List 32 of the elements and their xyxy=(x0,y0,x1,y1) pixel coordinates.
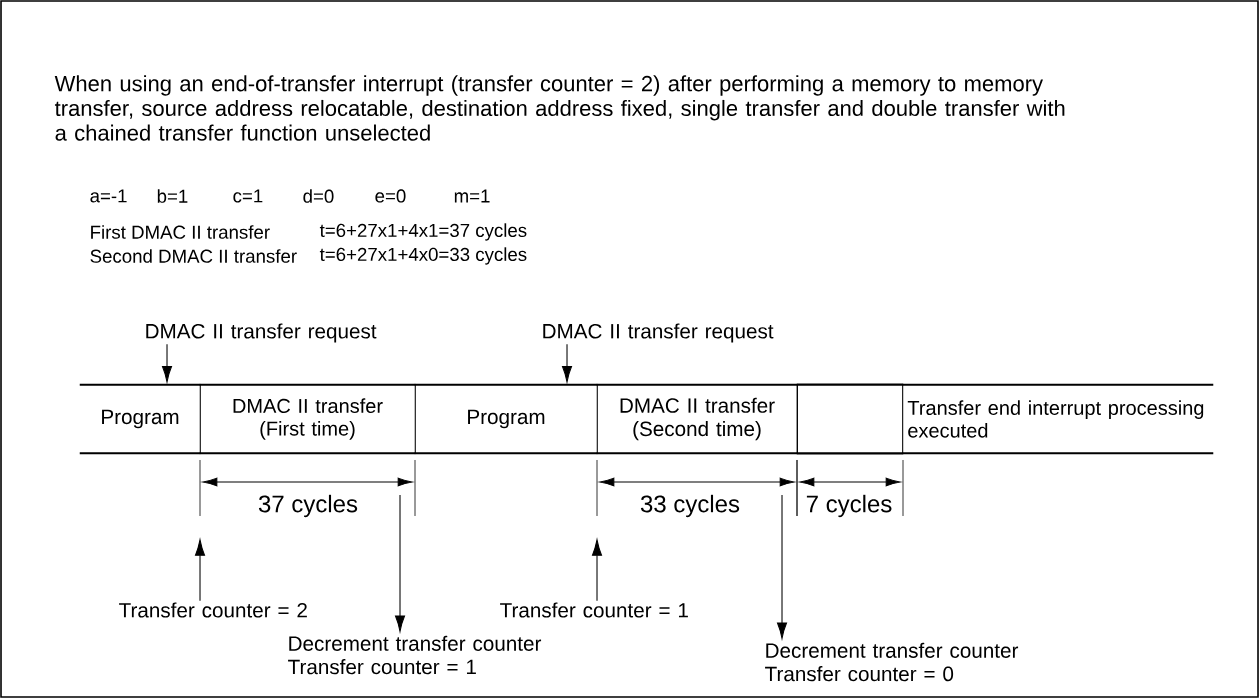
arrow xyxy=(394,494,406,632)
parameter-value: e=0 xyxy=(375,189,406,203)
parameter-value: a=-1 xyxy=(90,189,127,203)
parameter-value: b=1 xyxy=(157,189,188,203)
timeline-segment: Transfer end interrupt processing executed xyxy=(901,383,1215,455)
arrow xyxy=(591,539,603,602)
arrow xyxy=(776,494,788,639)
annotation-text: Transfer counter = 1 xyxy=(500,602,688,618)
calculation-text: t=6+27x1+4x0=33 cycles xyxy=(319,247,527,265)
annotation-text: DMAC II transfer request xyxy=(146,323,377,343)
calculation-text: t=6+27x1+4x1=37 cycles xyxy=(319,223,527,241)
timeline-segment: DMAC II transfer (First time) xyxy=(198,383,417,455)
arrow xyxy=(561,343,573,383)
description-text: When using an end-of-transfer interrupt (transfer counter = 2) after performing a memory to memory transfer, source address relocatable, destination address fixed, single transfer and double transfer with a chained transfer function unselected xyxy=(54,75,1065,141)
parameter-value: d=0 xyxy=(303,189,334,203)
dimension-label: 33 cycles xyxy=(640,494,740,518)
timeline-segment: Program xyxy=(413,383,599,455)
annotation-text: Decrement transfer counter Transfer counter = 1 xyxy=(288,635,542,675)
timeline-segment xyxy=(795,383,905,455)
timeline-segment: DMAC II transfer (Second time) xyxy=(595,383,799,455)
calculation-text: Second DMAC II transfer xyxy=(90,249,297,263)
dimension-label: 37 cycles xyxy=(258,494,358,518)
parameter-value: c=1 xyxy=(233,189,263,203)
arrow xyxy=(161,343,173,383)
dimension-label: 7 cycles xyxy=(806,494,892,518)
calculation-text: First DMAC II transfer xyxy=(91,225,270,239)
annotation-text: Transfer counter = 2 xyxy=(119,602,307,618)
annotation-text: DMAC II transfer request xyxy=(543,323,774,343)
annotation-text: Decrement transfer counter Transfer counter = 0 xyxy=(765,642,1019,682)
parameter-value: m=1 xyxy=(454,189,490,203)
arrow xyxy=(194,539,206,602)
timeline-segment: Program xyxy=(78,383,202,455)
